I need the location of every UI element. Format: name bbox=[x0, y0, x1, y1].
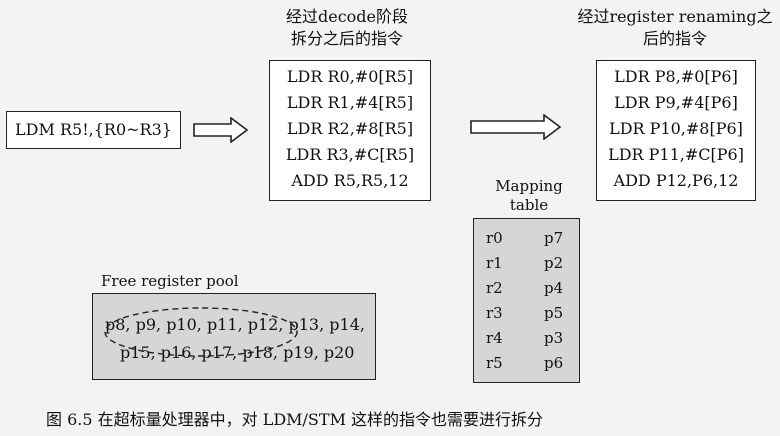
mapping-phys-reg: p4 bbox=[544, 279, 564, 297]
renamed-instruction: ADD P12,P6,12 bbox=[613, 171, 739, 190]
decode-caption-line-1: 经过decode阶段 bbox=[285, 7, 409, 26]
mapping-arch-reg: r4 bbox=[486, 329, 503, 347]
mapping-arch-reg: r1 bbox=[486, 254, 503, 272]
mapping-phys-reg: p2 bbox=[544, 254, 564, 272]
decoded-instruction-list: LDR R0,#0[R5] LDR R1,#4[R5] LDR R2,#8[R5… bbox=[270, 64, 430, 194]
renamed-instruction: LDR P11,#C[P6] bbox=[608, 145, 744, 164]
rename-caption-line-1: 经过register renaming之 bbox=[577, 7, 773, 26]
mapping-phys-reg: p7 bbox=[544, 229, 564, 247]
mapping-row: r4 p3 bbox=[486, 329, 563, 347]
mapping-row: r0 p7 bbox=[486, 229, 563, 247]
decode-caption: 经过decode阶段 拆分之后的指令 bbox=[262, 6, 432, 50]
mapping-title-line-1: Mapping bbox=[495, 177, 563, 195]
decoded-instruction: LDR R1,#4[R5] bbox=[286, 93, 414, 112]
rename-caption: 经过register renaming之 后的指令 bbox=[570, 6, 780, 50]
mapping-arch-reg: r0 bbox=[486, 229, 503, 247]
renamed-instruction: LDR P10,#8[P6] bbox=[609, 119, 743, 138]
renamed-instruction: LDR P9,#4[P6] bbox=[614, 93, 738, 112]
mapping-phys-reg: p5 bbox=[544, 304, 564, 322]
arrow-to-rename-icon bbox=[470, 114, 562, 140]
renamed-instruction-list: LDR P8,#0[P6] LDR P9,#4[P6] LDR P10,#8[P… bbox=[597, 64, 755, 194]
decoded-instruction: ADD R5,R5,12 bbox=[291, 171, 409, 190]
arrow-to-decode-icon bbox=[193, 117, 249, 143]
renamed-instruction: LDR P8,#0[P6] bbox=[614, 67, 738, 86]
mapping-row: r2 p4 bbox=[486, 279, 563, 297]
decoded-instruction: LDR R2,#8[R5] bbox=[286, 119, 414, 138]
allocation-ellipse-icon bbox=[104, 307, 298, 357]
renamed-instructions-box: LDR P8,#0[P6] LDR P9,#4[P6] LDR P10,#8[P… bbox=[596, 60, 756, 201]
mapping-row: r3 p5 bbox=[486, 304, 563, 322]
mapping-table-title: Mapping table bbox=[474, 177, 584, 215]
decoded-instruction: LDR R3,#C[R5] bbox=[285, 145, 415, 164]
mapping-arch-reg: r3 bbox=[486, 304, 503, 322]
mapping-row: r1 p2 bbox=[486, 254, 563, 272]
mapping-arch-reg: r2 bbox=[486, 279, 503, 297]
mapping-phys-reg: p6 bbox=[544, 354, 564, 372]
decoded-instruction: LDR R0,#0[R5] bbox=[286, 67, 414, 86]
free-pool-line-1: p8, p9, p10, p11, p12, p13, p14, bbox=[105, 315, 365, 334]
source-instruction: LDM R5!,{R0~R3} bbox=[15, 120, 172, 139]
mapping-phys-reg: p3 bbox=[544, 329, 564, 347]
free-pool-title: Free register pool bbox=[101, 272, 239, 290]
mapping-table: r0 p7 r1 p2 r2 p4 r3 p5 r4 p3 r5 p6 bbox=[473, 218, 580, 383]
source-instruction-box: LDM R5!,{R0~R3} bbox=[6, 111, 181, 149]
decode-caption-line-2: 拆分之后的指令 bbox=[290, 29, 403, 48]
decoded-instructions-box: LDR R0,#0[R5] LDR R1,#4[R5] LDR R2,#8[R5… bbox=[269, 60, 431, 201]
mapping-title-line-2: table bbox=[509, 196, 549, 214]
rename-caption-line-2: 后的指令 bbox=[642, 29, 707, 48]
mapping-row: r5 p6 bbox=[486, 354, 563, 372]
free-pool-line-2: p15, p16, p17, p18, p19, p20 bbox=[120, 343, 355, 362]
free-register-pool: p8, p9, p10, p11, p12, p13, p14, p15, p1… bbox=[92, 293, 376, 380]
figure-caption: 图 6.5 在超标量处理器中，对 LDM/STM 这样的指令也需要进行拆分 bbox=[46, 410, 544, 429]
mapping-arch-reg: r5 bbox=[486, 354, 503, 372]
